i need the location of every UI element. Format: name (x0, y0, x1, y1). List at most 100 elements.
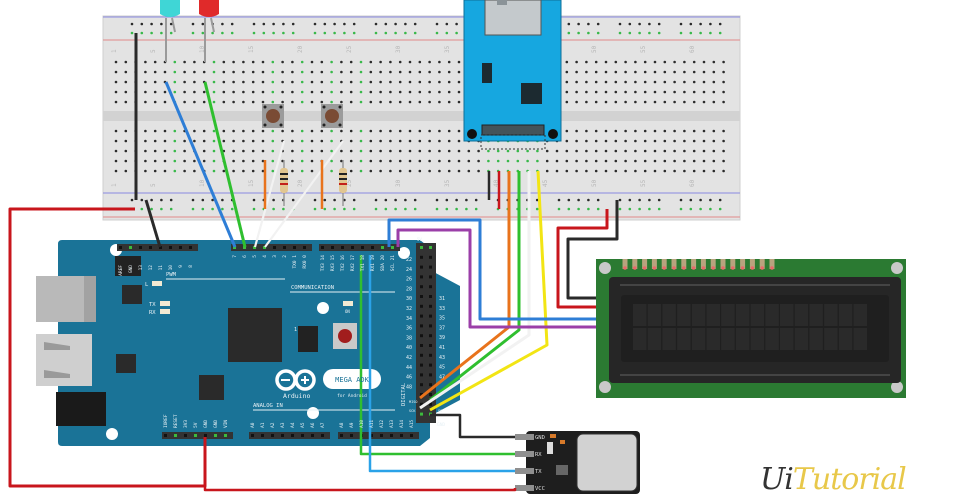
header-pin[interactable] (429, 373, 432, 377)
header-pin[interactable] (204, 434, 207, 437)
header-pin[interactable] (214, 434, 217, 437)
header-pin[interactable] (400, 434, 403, 437)
header-pin[interactable] (253, 246, 256, 249)
header-pin[interactable] (251, 434, 254, 437)
header-pin[interactable] (429, 344, 432, 347)
push-button-2[interactable] (321, 104, 343, 128)
header-pin[interactable] (271, 434, 274, 437)
rail-hole (384, 207, 388, 211)
header-pin[interactable] (429, 363, 432, 367)
header-pin[interactable] (429, 295, 432, 298)
breadboard-hole (643, 90, 647, 94)
header-pin[interactable] (429, 334, 432, 338)
header-pin[interactable] (361, 246, 364, 249)
header-pin[interactable] (224, 434, 227, 437)
header-pin[interactable] (410, 434, 413, 437)
breadboard-hole (261, 90, 265, 94)
header-pin[interactable] (420, 353, 423, 357)
header-pin[interactable] (119, 246, 122, 249)
header-pin[interactable] (341, 246, 344, 249)
lcd-cell (721, 304, 735, 326)
breadboard-hole (418, 80, 422, 84)
breadboard-hole (653, 129, 657, 133)
header-pin[interactable] (420, 383, 423, 387)
header-pin[interactable] (429, 255, 432, 259)
header-pin[interactable] (429, 324, 432, 328)
header-pin[interactable] (139, 246, 142, 249)
header-pin[interactable] (420, 304, 423, 308)
header-pin[interactable] (371, 246, 374, 249)
header-pin[interactable] (291, 434, 294, 437)
header-pin[interactable] (429, 246, 432, 249)
header-pin[interactable] (381, 246, 384, 249)
header-pin[interactable] (331, 246, 334, 249)
header-pin[interactable] (293, 246, 296, 249)
header-pin[interactable] (391, 246, 394, 249)
header-pin[interactable] (429, 314, 432, 318)
breadboard-hole (251, 149, 255, 153)
header-pin[interactable] (169, 246, 172, 249)
rail-hole (657, 207, 661, 211)
header-pin[interactable] (263, 246, 266, 249)
breadboard-hole (683, 90, 686, 94)
header-pin[interactable] (321, 246, 324, 249)
header-pin[interactable] (189, 246, 192, 249)
header-pin[interactable] (429, 304, 432, 308)
header-pin[interactable] (390, 434, 393, 437)
header-pin[interactable] (164, 434, 167, 437)
header-pin[interactable] (429, 265, 432, 269)
header-pin[interactable] (311, 434, 314, 437)
header-pin[interactable] (420, 412, 423, 416)
header-pin[interactable] (340, 434, 343, 437)
header-pin[interactable] (420, 265, 423, 269)
breadboard-hole (604, 169, 608, 173)
header-pin[interactable] (179, 246, 182, 249)
header-pin[interactable] (420, 373, 423, 377)
header-pin[interactable] (420, 295, 423, 298)
header-pin[interactable] (301, 434, 304, 437)
header-pin[interactable] (281, 434, 284, 437)
header-pin[interactable] (243, 246, 246, 249)
header-pin[interactable] (184, 434, 187, 437)
breadboard-hole (271, 169, 275, 173)
header-pin[interactable] (429, 402, 432, 406)
header-pin[interactable] (420, 246, 423, 249)
header-pin[interactable] (429, 353, 432, 357)
push-button-1[interactable] (262, 104, 284, 128)
header-pin[interactable] (194, 434, 197, 437)
header-pin[interactable] (429, 285, 432, 289)
header-pin[interactable] (429, 393, 432, 396)
rail-hole (130, 22, 134, 26)
header-pin[interactable] (420, 314, 423, 318)
header-pin[interactable] (321, 434, 324, 437)
breadboard-hole (300, 70, 304, 74)
header-pin[interactable] (283, 246, 286, 249)
header-pin[interactable] (420, 334, 423, 338)
header-pin[interactable] (420, 324, 423, 328)
header-pin[interactable] (261, 434, 264, 437)
breadboard-hole (702, 169, 706, 173)
header-pin[interactable] (420, 402, 423, 406)
header-pin[interactable] (420, 393, 423, 396)
header-pin[interactable] (420, 344, 423, 347)
header-pin[interactable] (303, 246, 306, 249)
header-pin[interactable] (174, 434, 177, 437)
header-pin[interactable] (350, 434, 353, 437)
pin-label: RX1 19 (370, 255, 376, 272)
header-pin[interactable] (420, 255, 423, 259)
header-pin[interactable] (370, 434, 373, 437)
header-pin[interactable] (129, 246, 132, 249)
header-pin[interactable] (420, 363, 423, 367)
header-pin[interactable] (429, 275, 432, 279)
header-pin[interactable] (233, 246, 236, 249)
rail-hole (679, 198, 683, 202)
header-pin[interactable] (420, 275, 423, 279)
header-pin[interactable] (159, 246, 162, 249)
header-pin[interactable] (273, 246, 276, 249)
header-pin[interactable] (149, 246, 152, 249)
header-pin[interactable] (380, 434, 383, 437)
header-pin[interactable] (429, 383, 432, 387)
header-pin[interactable] (420, 285, 423, 289)
breadboard-hole (144, 169, 147, 173)
header-pin[interactable] (351, 246, 354, 249)
